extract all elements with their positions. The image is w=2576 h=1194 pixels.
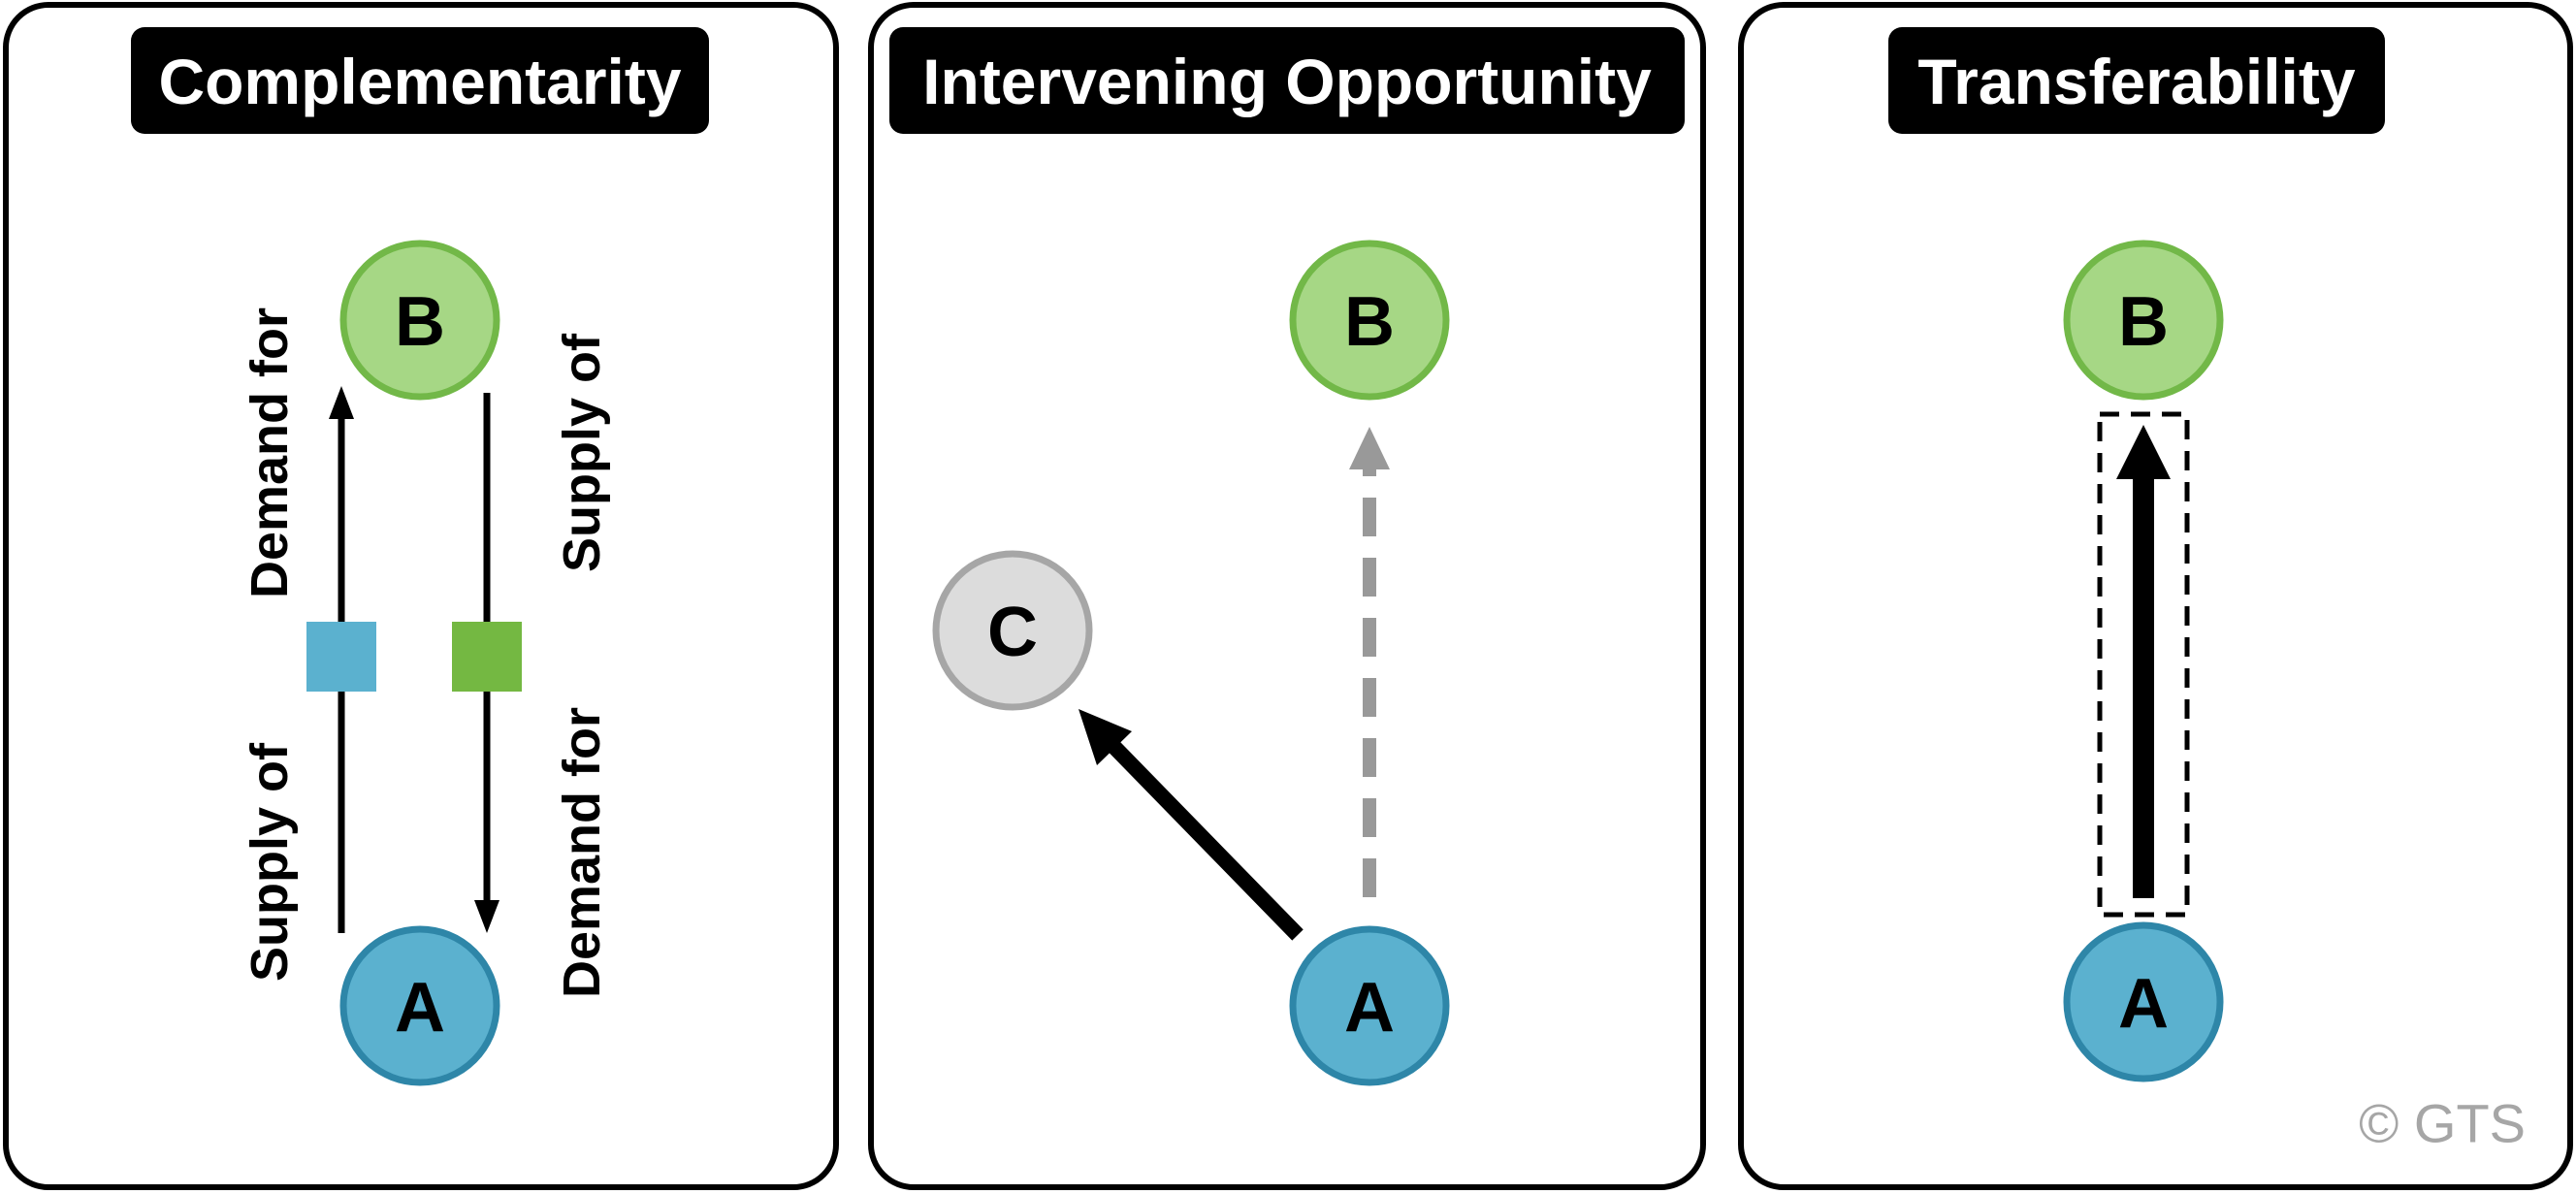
label-supply-of-left: Supply of xyxy=(241,742,299,982)
panel-title: Complementarity xyxy=(158,46,681,117)
panel-transferability: Transferability B A © GTS xyxy=(1738,2,2573,1190)
title-badge xyxy=(1888,27,2385,134)
title-badge xyxy=(889,27,1685,134)
node-b-label: B xyxy=(395,283,445,361)
label-supply-of-right: Supply of xyxy=(553,333,611,572)
transfer-arrow-head xyxy=(2116,425,2171,479)
panel-intervening-opportunity: Intervening Opportunity B C A xyxy=(868,2,1706,1190)
node-a xyxy=(1289,925,1450,1086)
transfer-dashed-box xyxy=(2097,411,2190,918)
node-c xyxy=(932,550,1093,711)
label-demand-for-right: Demand for xyxy=(553,707,611,998)
panel-border xyxy=(1738,2,2573,1190)
node-a-label: A xyxy=(395,969,445,1047)
node-b xyxy=(1289,240,1450,401)
panel-border xyxy=(3,2,839,1190)
node-b xyxy=(2063,240,2224,401)
demand-arrow-up-head xyxy=(329,386,354,419)
node-c-label: C xyxy=(987,594,1038,671)
dashed-arrow-head xyxy=(1349,427,1390,469)
label-demand-for-left: Demand for xyxy=(241,307,299,598)
panel-border xyxy=(868,2,1706,1190)
node-a xyxy=(339,925,500,1086)
node-b-label: B xyxy=(1344,283,1395,361)
diagonal-arrow-line xyxy=(1100,732,1304,941)
node-a xyxy=(2063,921,2224,1082)
node-a-label: A xyxy=(1344,969,1395,1047)
node-b xyxy=(339,240,500,401)
panel-title: Transferability xyxy=(1917,46,2355,117)
blue-good-square xyxy=(306,622,376,692)
panel-complementarity: Complementarity B A Demand for Supply of… xyxy=(3,2,839,1190)
diagonal-arrow-head xyxy=(1079,709,1132,765)
node-a-label: A xyxy=(2118,965,2169,1043)
copyright-text: © GTS xyxy=(2359,1093,2526,1154)
title-badge xyxy=(131,27,709,134)
supply-arrow-down-head xyxy=(474,900,499,933)
node-b-label: B xyxy=(2118,283,2169,361)
green-good-square xyxy=(452,622,522,692)
panel-title: Intervening Opportunity xyxy=(922,46,1652,117)
